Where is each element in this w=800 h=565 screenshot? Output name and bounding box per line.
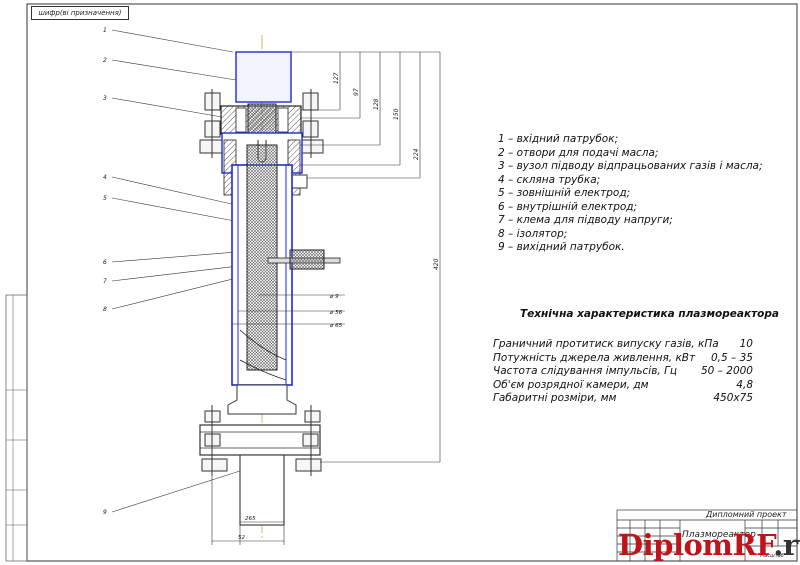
bottom-dimensions: [211, 476, 285, 545]
vertical-dimension-labels: 127 97 128 150 224 420: [333, 72, 440, 270]
dimension-label: 97: [353, 88, 360, 96]
reactor-body: [231, 144, 293, 386]
spec-label: Об'єм розрядної камери, дм: [493, 378, 649, 391]
part-number: 3: [103, 95, 107, 102]
corner-designation-tag: шифр(ві призначення): [31, 6, 129, 20]
title-block: [616, 509, 798, 562]
spec-row: Об'єм розрядної камери, дм 4,8: [493, 379, 753, 391]
legend-item: 7 – клема для підводу напруги;: [498, 214, 673, 226]
top-flange: [199, 89, 324, 158]
dimension-label: 265: [245, 516, 256, 522]
spec-value: 50 – 2000: [700, 365, 753, 377]
part-number: 4: [103, 174, 107, 181]
diameter-label: ø 9: [329, 294, 339, 300]
spec-label: Граничний протитиск випуску газів, кПа: [493, 338, 719, 350]
spec-label: Частота слідування імпульсів, Гц: [493, 365, 678, 377]
legend-item: 6 – внутрішній електрод;: [498, 200, 638, 213]
title-block-project: Дипломний проект: [706, 510, 787, 519]
part-number: 1: [103, 27, 107, 34]
part-numbers: 1 2 3 4 5 6 7 8 9: [103, 27, 107, 516]
voltage-terminal: [267, 249, 341, 270]
part-number: 6: [103, 259, 107, 266]
spec-row: Габаритні розміри, мм 450x75: [493, 392, 753, 404]
dimension-label: 127: [333, 72, 340, 84]
spec-title: Технічна характеристика плазмореактора: [520, 308, 779, 320]
diameter-label: ø 65: [329, 323, 343, 329]
spec-value: 0,5 – 35: [711, 351, 753, 364]
spec-row: Потужність джерела живлення, кВт 0,5 – 35: [493, 352, 753, 364]
diameter-dimension-labels: ø 9 ø 56 ø 65: [329, 294, 343, 329]
part-number: 7: [103, 278, 107, 285]
dimension-label: 224: [413, 148, 420, 160]
spec-row: Частота слідування імпульсів, Гц 50 – 200…: [493, 365, 753, 377]
legend-item: 9 – вихідний патрубок.: [498, 241, 625, 253]
spec-row: Граничний протитиск випуску газів, кПа 10: [493, 338, 753, 350]
sheet-frame: [26, 3, 798, 562]
spec-value: 4,8: [736, 378, 753, 391]
part-number: 8: [103, 306, 107, 313]
left-margin-strip: [5, 294, 28, 562]
inlet-pipe: [235, 51, 292, 103]
title-block-sheet-label: Масштаб: [760, 553, 784, 559]
vertical-dimensions: [291, 51, 441, 463]
dimension-label: 150: [393, 108, 400, 120]
title-block-name: Плазмореактор: [682, 530, 756, 540]
part-number: 9: [103, 509, 107, 516]
dimension-label: 128: [373, 98, 380, 110]
spec-label: Габаритні розміри, мм: [493, 392, 617, 404]
spec-value: 450x75: [713, 392, 753, 404]
spec-label: Потужність джерела живлення, кВт: [493, 351, 696, 364]
outlet-pipe: [239, 454, 285, 526]
legend-item: 1 – вхідний патрубок;: [498, 133, 619, 145]
watermark-logo: DiplomRF.ru: [618, 528, 800, 562]
part-number: 5: [103, 195, 107, 202]
legend-item: 8 – ізолятор;: [498, 227, 568, 240]
dimension-label: 420: [433, 258, 440, 270]
legend-item: 5 – зовнішній електрод;: [498, 187, 631, 199]
diameter-label: ø 56: [329, 310, 343, 316]
legend-item: 3 – вузол підводу відпрацьованих газів і…: [498, 160, 763, 172]
part-number: 2: [103, 57, 107, 64]
legend-item: 4 – скляна трубка;: [498, 173, 601, 186]
dimension-label: 52: [238, 535, 245, 541]
spec-value: 10: [739, 338, 753, 350]
bottom-dimension-labels: 265 52: [238, 516, 256, 541]
legend-item: 2 – отвори для подачі масла;: [498, 146, 659, 159]
diameter-dimensions: [232, 294, 345, 325]
